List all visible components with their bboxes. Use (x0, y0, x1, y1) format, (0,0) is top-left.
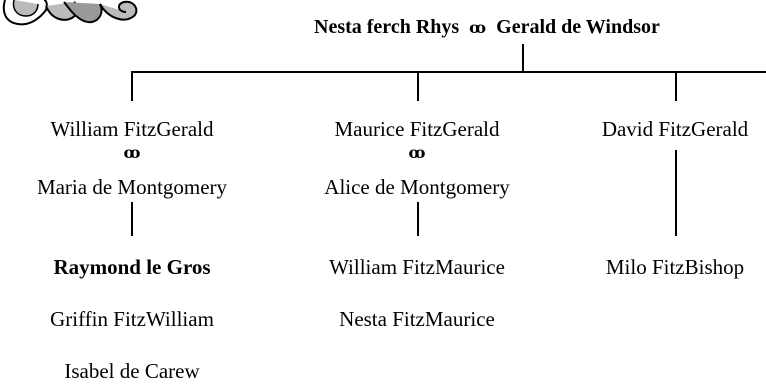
child3-stem-line (675, 71, 677, 101)
decorative-logo-icon (2, 0, 138, 26)
grandchild-milo: Milo FitzBishop (605, 255, 745, 279)
root-drop-line (522, 44, 524, 71)
child1-spouse: Maria de Montgomery (36, 175, 228, 199)
child2-descent-line (417, 202, 419, 236)
sibling-bar-line (131, 71, 766, 73)
grandchild-william-fitzmaurice: William FitzMaurice (329, 255, 505, 279)
child1-name: William FitzGerald (50, 117, 214, 141)
child1-stem-line (131, 71, 133, 101)
grandchild-raymond: Raymond le Gros (53, 255, 211, 279)
child1-descent-line (131, 202, 133, 236)
marriage-symbol-icon: ꝏ (469, 20, 487, 37)
grandchild-nesta-fitzmaurice: Nesta FitzMaurice (339, 307, 495, 331)
child3-descent-line (675, 150, 677, 236)
child2-stem-line (417, 71, 419, 101)
child2-name: Maurice FitzGerald (334, 117, 500, 141)
grandchild-isabel: Isabel de Carew (64, 359, 200, 383)
child2-spouse: Alice de Montgomery (324, 175, 510, 199)
root-couple: Nesta ferch Rhys ꝏ Gerald de Windsor (314, 14, 660, 42)
root-person2: Gerald de Windsor (496, 16, 660, 38)
root-person1: Nesta ferch Rhys (314, 16, 460, 38)
child2-marriage-symbol-icon: ꝏ (408, 145, 426, 162)
child1-marriage-symbol-icon: ꝏ (123, 145, 141, 162)
child3-name: David FitzGerald (601, 117, 749, 141)
grandchild-griffin: Griffin FitzWilliam (50, 307, 214, 331)
